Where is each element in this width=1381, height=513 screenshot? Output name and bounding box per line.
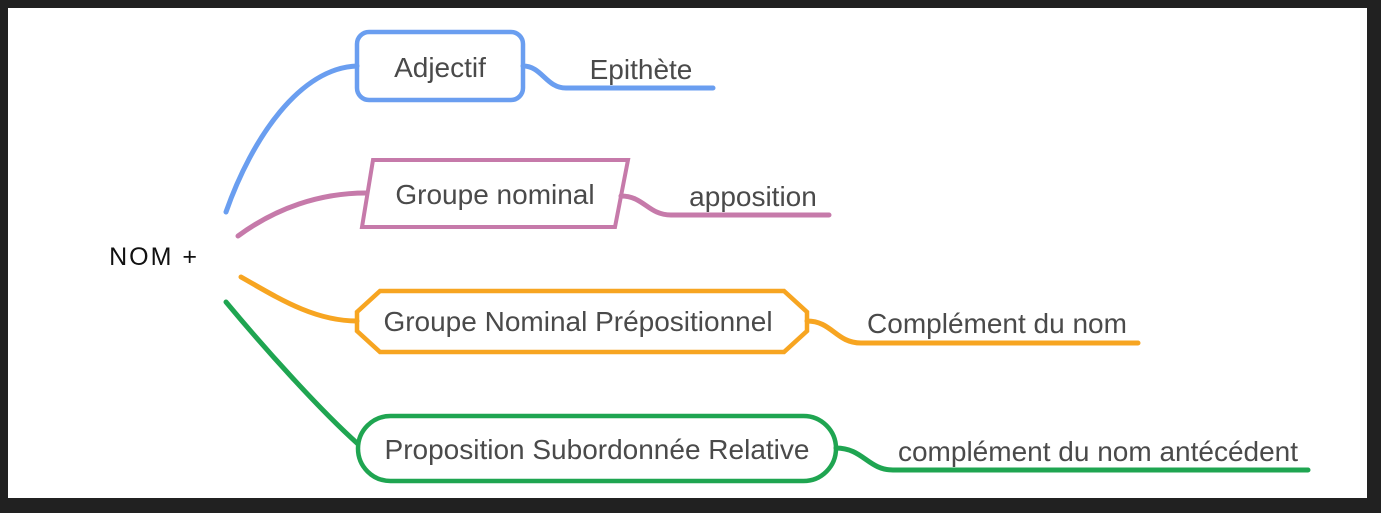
edge-connector-apposition: [618, 193, 832, 218]
branch-curve: [223, 63, 360, 215]
branch-adjectif: Adjectif Epithète: [223, 29, 716, 215]
edge-connector-epithete: [520, 63, 716, 91]
root-node-label[interactable]: NOM +: [109, 243, 199, 271]
branch-curve: [223, 299, 361, 447]
edge-connector-complement-antecedent: [833, 445, 1311, 473]
node-label-groupe-nominal[interactable]: Groupe nominal: [395, 179, 594, 210]
edge-connector-complement-du-nom: [804, 318, 1141, 346]
node-shape-gn-prepositionnel[interactable]: [354, 288, 810, 355]
branch-proposition-subordonnee: Proposition Subordonnée Relative complém…: [223, 299, 1311, 484]
branch-groupe-nominal: Groupe nominal apposition: [235, 158, 832, 239]
node-label-adjectif[interactable]: Adjectif: [394, 52, 486, 83]
branch-curve: [238, 274, 360, 324]
node-shape-groupe-nominal[interactable]: [359, 158, 631, 229]
node-label-proposition-subordonnee[interactable]: Proposition Subordonnée Relative: [385, 434, 810, 465]
node-label-gn-prepositionnel[interactable]: Groupe Nominal Prépositionnel: [383, 306, 772, 337]
branch-gn-prepositionnel: Groupe Nominal Prépositionnel Complément…: [238, 274, 1141, 355]
edge-label-epithete[interactable]: Epithète: [590, 54, 693, 85]
edge-label-complement-du-nom[interactable]: Complément du nom: [867, 308, 1127, 339]
branch-curve: [235, 190, 369, 239]
edge-label-apposition[interactable]: apposition: [689, 181, 817, 212]
edge-label-complement-antecedent[interactable]: complément du nom antécédent: [898, 436, 1298, 467]
